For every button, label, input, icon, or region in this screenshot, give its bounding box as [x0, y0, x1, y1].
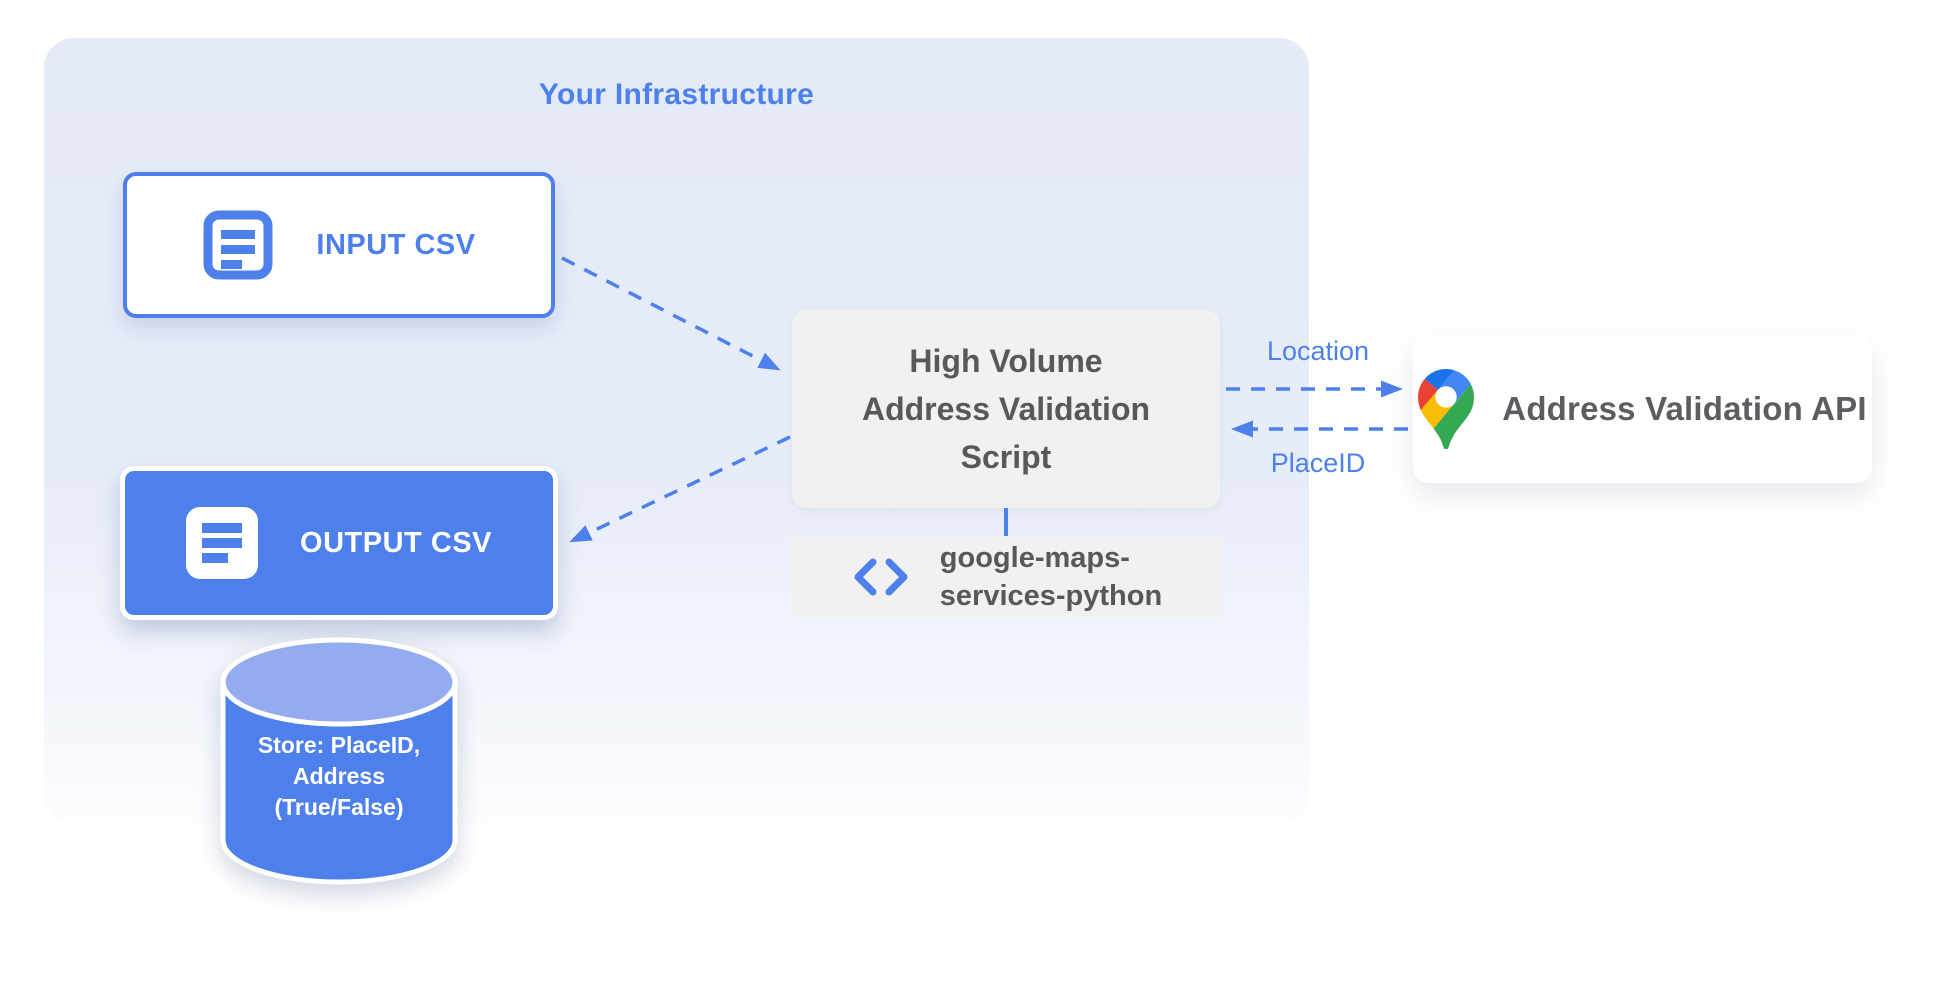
script-label: High Volume Address Validation Script	[861, 343, 1151, 475]
datastore-label: Store: PlaceID, Address (True/False)	[257, 732, 421, 820]
edge-label-location: Location	[1266, 336, 1370, 366]
api-label: Address Validation API	[1502, 390, 1867, 427]
input-csv-node: INPUT CSV	[123, 172, 555, 318]
script-node: High Volume Address Validation Script	[792, 310, 1220, 508]
edge-label-placeid: PlaceID	[1270, 448, 1366, 478]
library-label: google-maps- services-python	[939, 542, 1163, 612]
document-icon	[186, 507, 259, 579]
library-node: google-maps- services-python	[790, 536, 1222, 618]
infrastructure-title: Your Infrastructure	[538, 78, 815, 111]
code-icon	[854, 558, 908, 596]
output-csv-node: OUTPUT CSV	[120, 466, 558, 620]
google-maps-pin-icon	[1418, 369, 1475, 449]
input-csv-label: INPUT CSV	[316, 228, 476, 261]
database-cylinder	[220, 637, 458, 885]
document-icon	[203, 210, 273, 280]
output-csv-label: OUTPUT CSV	[300, 526, 492, 559]
api-node: Address Validation API	[1413, 335, 1872, 483]
